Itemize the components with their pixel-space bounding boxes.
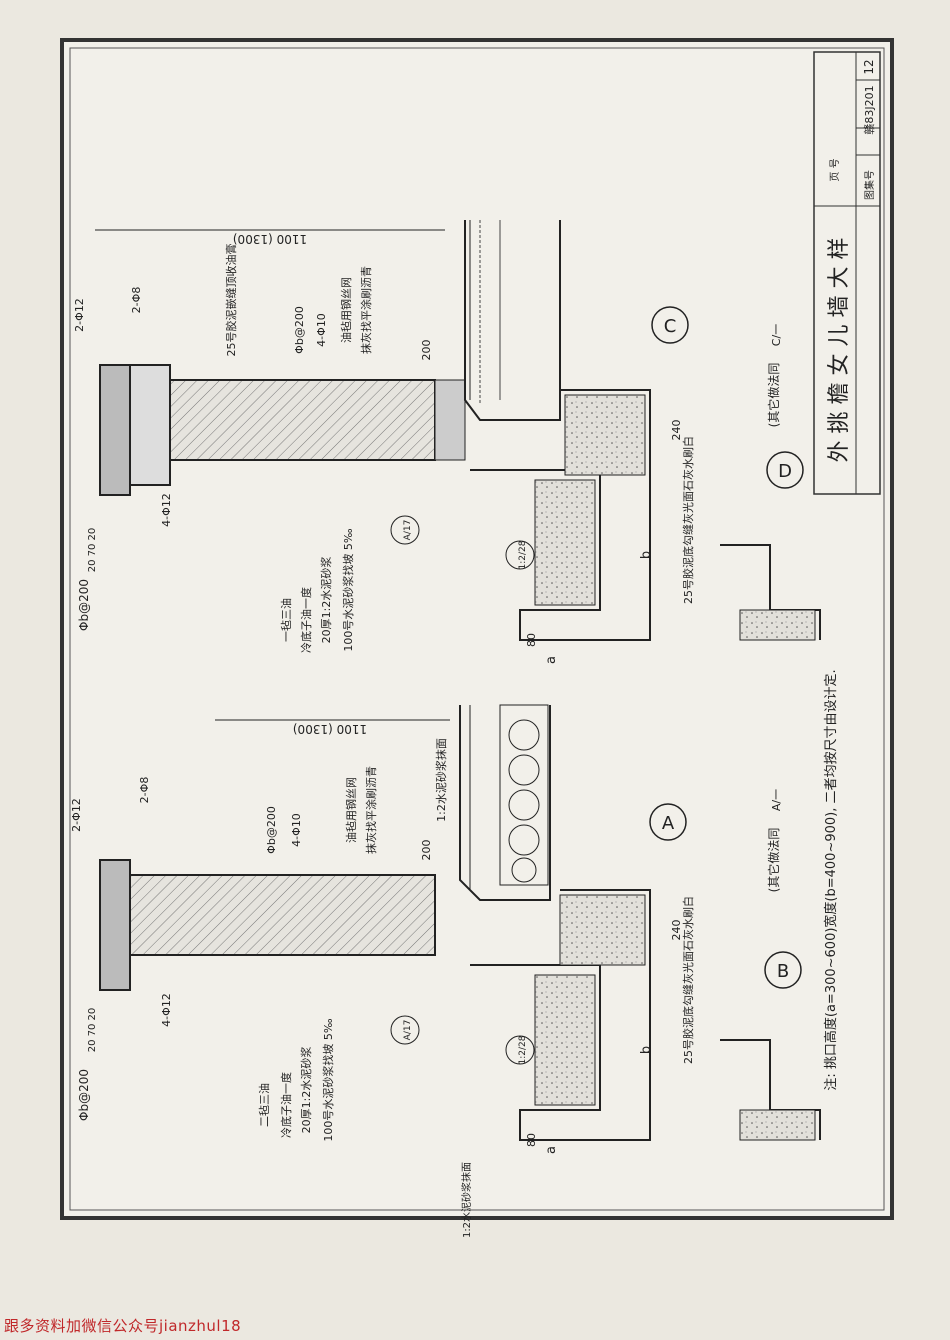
- b-note4: 100号水泥砂浆找坡 5‰: [321, 1018, 335, 1141]
- a-stirrup: Φb@200: [265, 806, 278, 854]
- c-mark: C: [664, 316, 677, 337]
- c-note1: 25号胶泥嵌缝顶收油膏: [224, 244, 238, 357]
- c-note3: 抹灰找平涂刷沥青: [359, 266, 373, 354]
- a-note1: 油毡用钢丝网: [344, 777, 358, 843]
- a-sub-note: (其它做法同: [766, 828, 781, 893]
- d-note4: 100号水泥砂浆找坡 5‰: [341, 528, 355, 651]
- c-dim-height: 1100 (1300): [233, 232, 307, 246]
- atlas-label: 图集号: [863, 170, 876, 200]
- b-note2: 冷底子油一度: [279, 1072, 293, 1138]
- sheet-title: 外 挑 檐 女 儿 墙 大 样: [827, 238, 852, 463]
- a-dim-200: 200: [420, 840, 433, 861]
- hollow-slab: [499, 704, 549, 886]
- a-dim-height: 1100 (1300): [293, 722, 367, 736]
- bottom-note-top: 25号胶泥底勾缝灰光面石灰水刷白: [681, 436, 695, 604]
- rebar-low-bottom: 4-Φ12: [160, 993, 173, 1027]
- title-block: 外 挑 檐 女 儿 墙 大 样 图集号 赣83J201 页 号 12: [813, 51, 881, 495]
- b-note3: 20厚1:2水泥砂浆: [299, 1047, 313, 1134]
- d-note1: 一毡三油: [279, 598, 293, 642]
- a-rebar-top2: 2-Φ8: [138, 777, 151, 804]
- dim-b-bottom: b: [639, 1046, 654, 1054]
- dim-80-bottom: 80: [525, 1133, 538, 1147]
- c-stirrup: Φb@200: [293, 306, 306, 354]
- ref-a17-bottom: A/17: [403, 1020, 413, 1041]
- common-labels: Φb@200 Φb@200 4-Φ12 4-Φ12 20 70 20 20 70…: [77, 436, 695, 1238]
- dim-b-top: b: [639, 551, 654, 559]
- detail-c: 1100 (1300) 2-Φ12 2-Φ8 Φb@200 4-Φ10 25号胶…: [73, 220, 689, 641]
- dim-20-70-20-top: 20 70 20: [87, 528, 98, 573]
- general-note: 注: 挑口高度(a=300~600)宽度(b=400~900), 二者均按尺寸由…: [823, 669, 839, 1090]
- ref-12-bottom: 1:2/28: [518, 1035, 528, 1064]
- c-rebar-top: 2-Φ12: [73, 298, 86, 332]
- dim-20-70-20-bottom: 20 70 20: [87, 1008, 98, 1053]
- a-rebar-top: 2-Φ12: [70, 798, 83, 832]
- d-note5: (其它做法同: [766, 363, 781, 428]
- c-note2: 油毡用钢丝网: [339, 277, 353, 343]
- stirrup-left-bottom: Φb@200: [77, 1069, 91, 1121]
- ref-a17-top: A/17: [403, 520, 413, 541]
- a-vert: 4-Φ10: [290, 813, 303, 847]
- dim-a-bottom: a: [544, 1146, 559, 1154]
- a-note2: 抹灰找平涂刷沥青: [364, 766, 378, 854]
- b-note1: 二毡三油: [257, 1083, 271, 1127]
- detail-a: 1100 (1300) 2-Φ12 2-Φ8 Φb@200 4-Φ10 油毡用钢…: [70, 704, 783, 1141]
- c-dim-240: 240: [670, 420, 683, 441]
- a-sub-ref: A/一: [770, 789, 783, 811]
- stirrup-left-top: Φb@200: [77, 579, 91, 631]
- detail-d: D (其它做法同 C/一 一毡三油 冷底子油一度 20厚1:2水泥砂浆 100号…: [279, 324, 821, 653]
- footer-watermark: 跟多资料加微信公众号jianzhul18: [4, 1317, 242, 1335]
- b-mark: B: [777, 961, 789, 982]
- page-number: 12: [862, 59, 876, 74]
- dim-a-top: a: [544, 656, 559, 664]
- ref-12-top: 1:2/28: [518, 540, 528, 569]
- rebar-low-top: 4-Φ12: [160, 493, 173, 527]
- a-mark: A: [662, 813, 675, 834]
- d-mark: D: [778, 461, 792, 482]
- d-note2: 冷底子油一度: [299, 587, 313, 653]
- page-label: 页 号: [829, 158, 841, 181]
- d-ref: C/一: [770, 324, 783, 346]
- bottom-note-bottom: 25号胶泥底勾缝灰光面石灰水刷白: [681, 896, 695, 1064]
- d-note3: 20厚1:2水泥砂浆: [319, 557, 333, 644]
- atlas-number: 赣83J201: [862, 85, 876, 134]
- a-dim-240: 240: [670, 920, 683, 941]
- mortar-note: 1:2水泥砂浆抹面: [434, 738, 448, 822]
- detail-b: B 二毡三油 冷底子油一度 20厚1:2水泥砂浆 100号水泥砂浆找坡 5‰: [257, 951, 821, 1142]
- c-rebar-top2: 2-Φ8: [130, 287, 143, 314]
- c-vert: 4-Φ10: [315, 313, 328, 347]
- mortar-note-2: 1:2水泥砂浆抹面: [460, 1162, 473, 1238]
- c-dim-200: 200: [420, 340, 433, 361]
- dim-80-top: 80: [525, 633, 538, 647]
